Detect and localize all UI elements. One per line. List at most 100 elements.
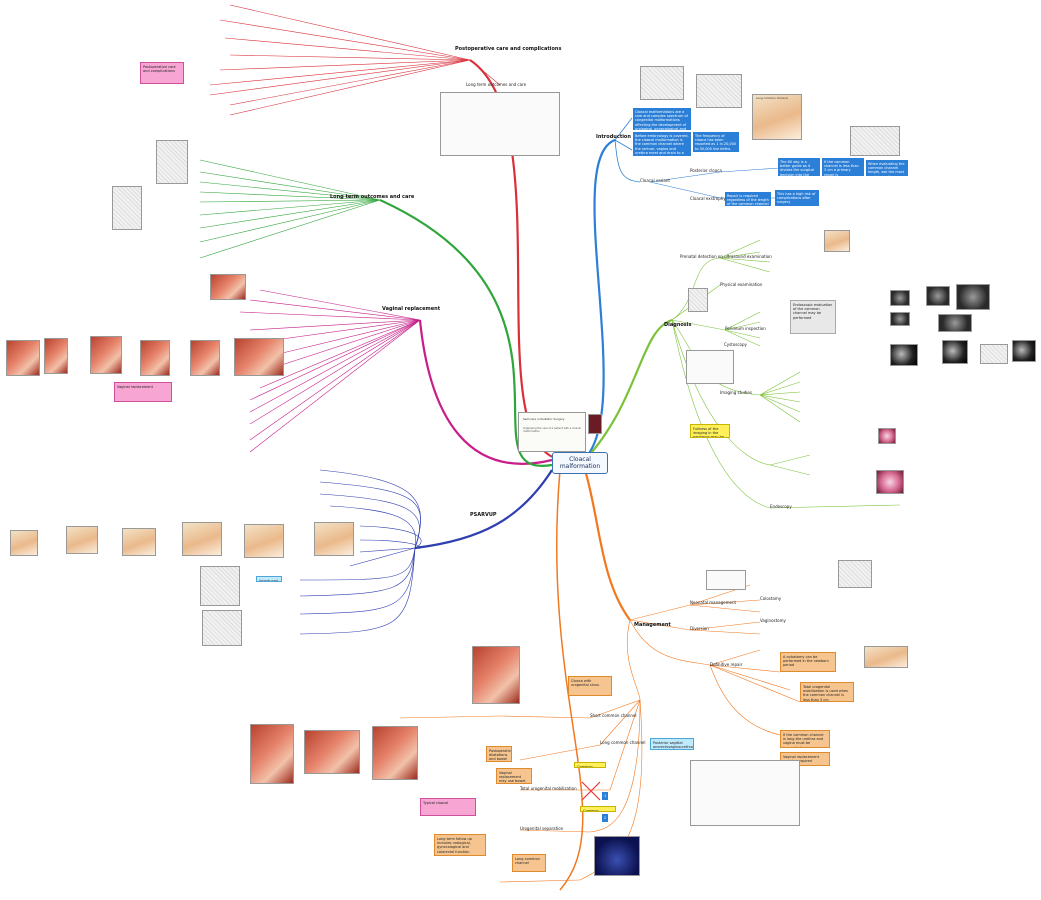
diagnosis-endoscopy-2 (876, 470, 904, 494)
management-item-7: Total urogenital mobilization (520, 786, 577, 791)
diagnosis-xray-1 (890, 290, 910, 306)
management-flag-2: 2 (602, 814, 608, 822)
diagnosis-imaging-thumb-1 (688, 288, 708, 312)
branch-management[interactable]: Management (634, 622, 671, 628)
psarvup-step-2 (66, 526, 98, 554)
management-note-short-channel: Common channel 3 cm or less (574, 762, 606, 768)
diagnosis-mri-2 (942, 340, 968, 364)
intro-long-channel-caption: Long common channel (756, 97, 788, 100)
diagnosis-xray-5 (938, 314, 972, 332)
branch-psarvup[interactable]: PSARVUP (470, 512, 497, 518)
vaginal-surgery-photo-4 (140, 340, 170, 376)
management-surgery-photo-3 (304, 730, 360, 774)
vaginal-surgery-photo-5 (190, 340, 220, 376)
branch-diagnosis[interactable]: Diagnosis (664, 322, 692, 328)
long-term-sketch-2 (112, 186, 142, 230)
diagnosis-note-2: Endoscopic evaluation of the common chan… (790, 300, 836, 334)
intro-note-5: If the common channel is less than 3 cm … (822, 158, 864, 176)
intro-note-7: Repair is required regardless of the len… (725, 192, 771, 206)
paper-title: Seminars in Pediatric Surgery (523, 418, 565, 421)
vaginal-surgery-photo-0 (210, 274, 246, 300)
diagnosis-item-0: Prenatal detection on ultrasound examina… (680, 254, 772, 259)
management-note-pre-repair: Cloaca with urogenital sinus (568, 676, 612, 696)
management-item-3: Vaginostomy (760, 618, 786, 623)
diagnosis-imaging-table (686, 350, 734, 384)
management-note-tum: Vaginal replacement may use bowel, rectu… (496, 768, 532, 784)
vaginal-surgery-photo-1 (6, 340, 40, 376)
management-note-3: If the common channel is long the urethr… (780, 730, 830, 748)
management-note-2: Total urogenital mobilization is used wh… (800, 682, 854, 702)
management-note-long-channel: Common channel more than 3 cm (580, 806, 616, 812)
diagnosis-mri-3 (1012, 340, 1036, 362)
management-note-long-term: Long term follow up includes urological,… (434, 834, 486, 856)
vaginal-surgery-photo-6 (234, 338, 284, 376)
diagnosis-item-2: Perineum inspection (725, 326, 766, 331)
postop-outcome-table (440, 92, 560, 156)
branch-vaginal-replacement[interactable]: Vaginal replacement (382, 306, 441, 312)
intro-note-3: The frequency of cloaca has been reporte… (693, 132, 739, 152)
psarvup-step-1 (10, 530, 38, 556)
intro-note-6: When evaluating the common channel lengt… (866, 160, 908, 176)
journal-cover-image (588, 414, 602, 434)
psarvup-step-4 (182, 522, 222, 556)
management-item-5: Short common channel (590, 713, 637, 718)
diagnosis-endoscopy-1 (878, 428, 896, 444)
management-item-0: Neonatal management (690, 600, 737, 605)
intro-label-cloacal-variant: Cloacal variant (640, 178, 670, 183)
intro-note-4: The 60 day is a better guide as it divid… (778, 158, 820, 176)
management-clinical-photo (864, 646, 908, 668)
postop-long-term-label: Long term outcomes and care (466, 82, 527, 87)
branch-postoperative[interactable]: Postoperative care and complications (455, 46, 562, 52)
psarvup-step-5 (244, 524, 284, 558)
diagnosis-perineum-image (824, 230, 850, 252)
management-surgery-photo-1 (472, 646, 520, 704)
psarvup-note: Introduced by (256, 576, 282, 582)
management-item-1: Diversion (690, 626, 709, 631)
intro-anatomy-sketch-1 (640, 66, 684, 100)
diagnosis-item-4: Imaging studies (720, 390, 752, 395)
management-algorithm-chart (690, 760, 800, 826)
intro-label-posterior-cloaca: Posterior cloaca (690, 168, 722, 173)
management-note-1: A colostomy can be performed in the newb… (780, 652, 836, 672)
management-note-pink: Typical cloacal (420, 798, 476, 816)
postop-note: Postoperative care and complications (140, 62, 184, 84)
vaginal-note: Vaginal replacement (114, 382, 172, 402)
branch-introduction[interactable]: Introduction (596, 134, 631, 140)
intro-anatomy-sketch-3 (850, 126, 900, 156)
psarvup-sketch-1 (200, 566, 240, 606)
vaginal-surgery-photo-2 (44, 338, 68, 374)
psarvup-sketch-2 (202, 610, 242, 646)
management-item-6: Long common channel (600, 740, 646, 745)
management-flag-1: 1 (602, 792, 608, 800)
diagnosis-xray-3 (956, 284, 990, 310)
management-laparoscopy-image (594, 836, 640, 876)
management-flowchart-thumb (706, 570, 746, 590)
central-topic-line2: malformation (559, 463, 601, 470)
diagnosis-item-5: Endoscopy (770, 504, 792, 509)
central-topic-line1: Cloacal (569, 456, 591, 463)
intro-anatomy-sketch-2 (696, 74, 742, 108)
central-topic[interactable]: Cloacal malformation (552, 452, 608, 474)
paper-subtitle: Organizing the care of a patient with a … (523, 427, 581, 433)
intro-label-cloacal-exstrophy: Cloacal exstrophy (690, 196, 726, 201)
management-sketch-1 (838, 560, 872, 588)
management-note-definitive: Posterior sagittal anorectovaginourethro… (650, 738, 694, 750)
diagnosis-note-1: Fullness of the imaging in the perineum … (690, 424, 730, 438)
long-term-sketch-1 (156, 140, 188, 184)
diagnosis-xray-2 (926, 286, 950, 306)
intro-note-8: This has a high risk of complications af… (775, 190, 819, 206)
management-surgery-photo-4 (372, 726, 418, 780)
diagnosis-mri-1 (890, 344, 918, 366)
diagnosis-sketch-pelvis (980, 344, 1008, 364)
intro-note-1: Cloacal malformations are a rare and com… (633, 108, 691, 130)
management-item-8: Urogenital separation (520, 826, 564, 831)
management-item-4: Definitive repair (710, 662, 743, 667)
psarvup-step-3 (122, 528, 156, 556)
vaginal-surgery-photo-3 (90, 336, 122, 374)
management-item-2: Colostomy (760, 596, 782, 601)
psarvup-step-6 (314, 522, 354, 556)
branch-long-term[interactable]: Long term outcomes and care (330, 194, 415, 200)
paper-reference-image: Seminars in Pediatric Surgery Organizing… (518, 412, 586, 452)
diagnosis-xray-4 (890, 312, 910, 326)
